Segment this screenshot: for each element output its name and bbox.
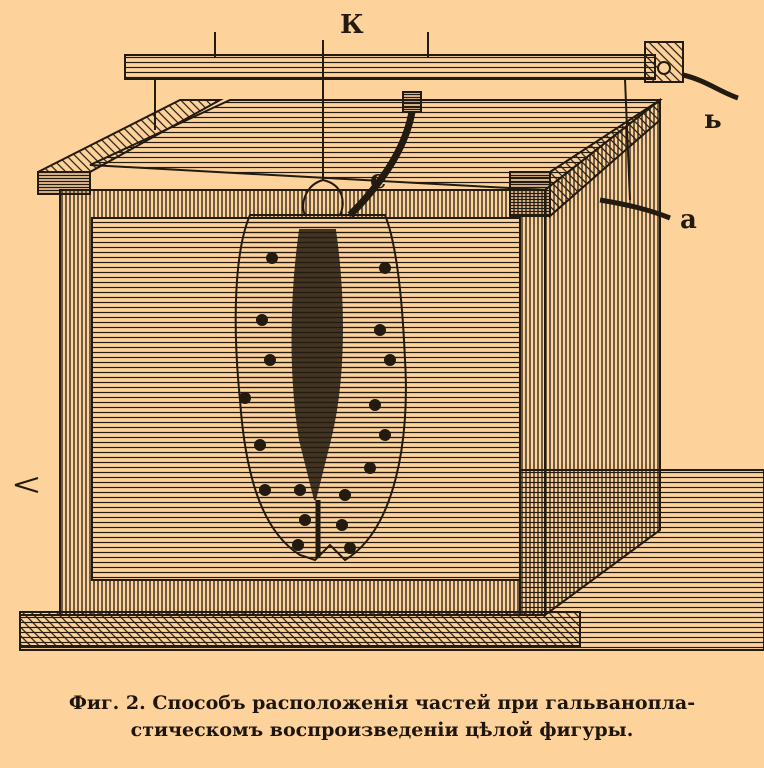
top-bar — [124, 54, 656, 80]
anode-tube — [347, 111, 416, 218]
caption-line-1: Фиг. 2. Способъ расположенія частей при … — [68, 692, 696, 714]
wire-b — [682, 72, 739, 101]
label-e: е — [370, 165, 387, 195]
wire-a — [599, 197, 671, 221]
mold-vent-holes — [239, 252, 396, 554]
label-a: а — [680, 205, 697, 235]
hanging-wire — [302, 40, 344, 216]
label-b: ь — [704, 105, 722, 135]
figure-caption: Фиг. 2. Способъ расположенія частей при … — [20, 690, 744, 744]
label-k: К — [340, 10, 364, 40]
tank-base — [19, 611, 581, 647]
caption-line-2: стическомъ воспроизведенiи цѣлой фигуры. — [130, 719, 634, 741]
